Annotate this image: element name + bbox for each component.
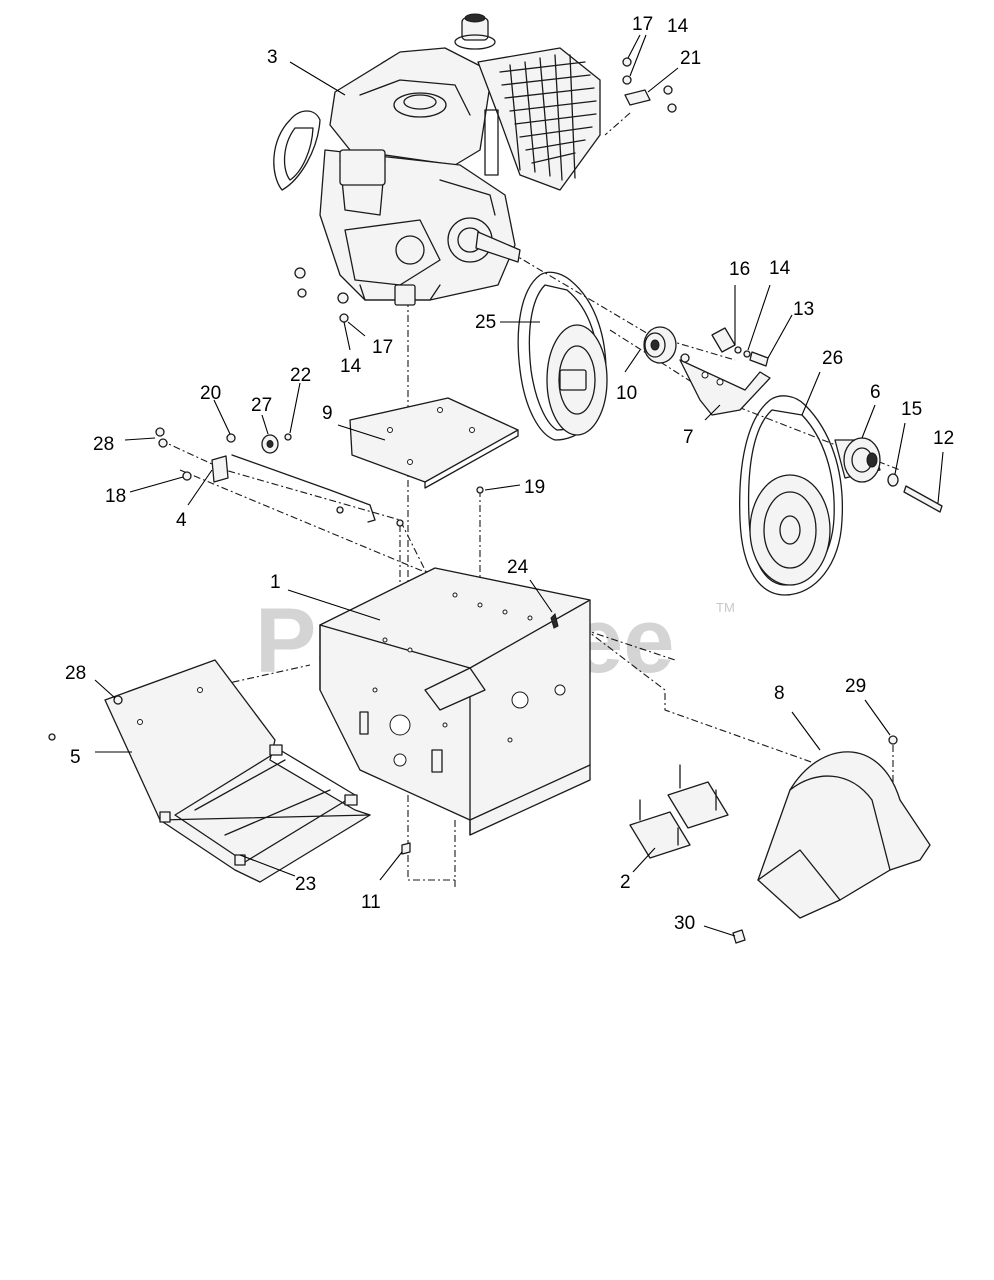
callout-10: 10 [616,383,637,404]
mounting-plate[interactable] [349,397,519,489]
callout-12: 12 [933,428,954,449]
callout-14-mid: 14 [340,356,362,377]
callout-19: 19 [524,477,545,498]
callout-17-top: 17 [632,14,653,35]
callout-3: 3 [267,47,278,68]
callout-18: 18 [105,486,126,507]
callout-1: 1 [270,572,281,593]
callout-labels: 3 17 14 21 17 14 25 10 16 14 13 26 7 6 1… [65,14,954,934]
callout-2: 2 [620,872,631,893]
callout-24: 24 [507,557,529,578]
callout-23: 23 [295,874,316,895]
callout-14-top: 14 [667,16,689,37]
drive-belt[interactable] [739,395,844,596]
callout-13: 13 [793,299,814,320]
callout-7: 7 [683,427,694,448]
callout-5: 5 [70,747,81,768]
callout-22: 22 [290,365,311,386]
idler-pulley[interactable] [643,326,677,364]
callout-6: 6 [870,382,881,403]
shift-cable-assembly[interactable] [155,427,484,527]
frame[interactable] [319,567,591,836]
callout-15: 15 [901,399,922,420]
callout-25: 25 [475,312,496,333]
watermark-trademark: TM [716,600,735,615]
callout-17-mid: 17 [372,337,393,358]
callout-20: 20 [200,383,221,404]
callout-16: 16 [729,259,750,280]
bottom-cover[interactable] [48,659,371,883]
callout-28-left: 28 [65,663,86,684]
idler-bracket[interactable] [679,327,771,416]
callout-26: 26 [822,348,843,369]
leader-lines [94,34,944,937]
engine-hardware[interactable] [294,57,677,323]
callout-27: 27 [251,395,272,416]
bolt-11[interactable] [401,842,411,855]
auger-belt-and-pulley[interactable] [517,271,608,441]
callout-14-right: 14 [769,258,791,279]
callout-9: 9 [322,403,333,424]
mounting-brackets[interactable] [629,764,729,859]
bolt-24[interactable] [550,613,559,629]
engine[interactable] [273,13,601,306]
callout-28-top: 28 [93,434,114,455]
callout-4: 4 [176,510,187,531]
belt-cover[interactable] [732,735,931,944]
callout-21: 21 [680,48,701,69]
engine-pulley[interactable] [834,437,943,513]
callout-11: 11 [361,892,381,913]
callout-8: 8 [774,683,785,704]
callout-29: 29 [845,676,866,697]
callout-30: 30 [674,913,695,934]
